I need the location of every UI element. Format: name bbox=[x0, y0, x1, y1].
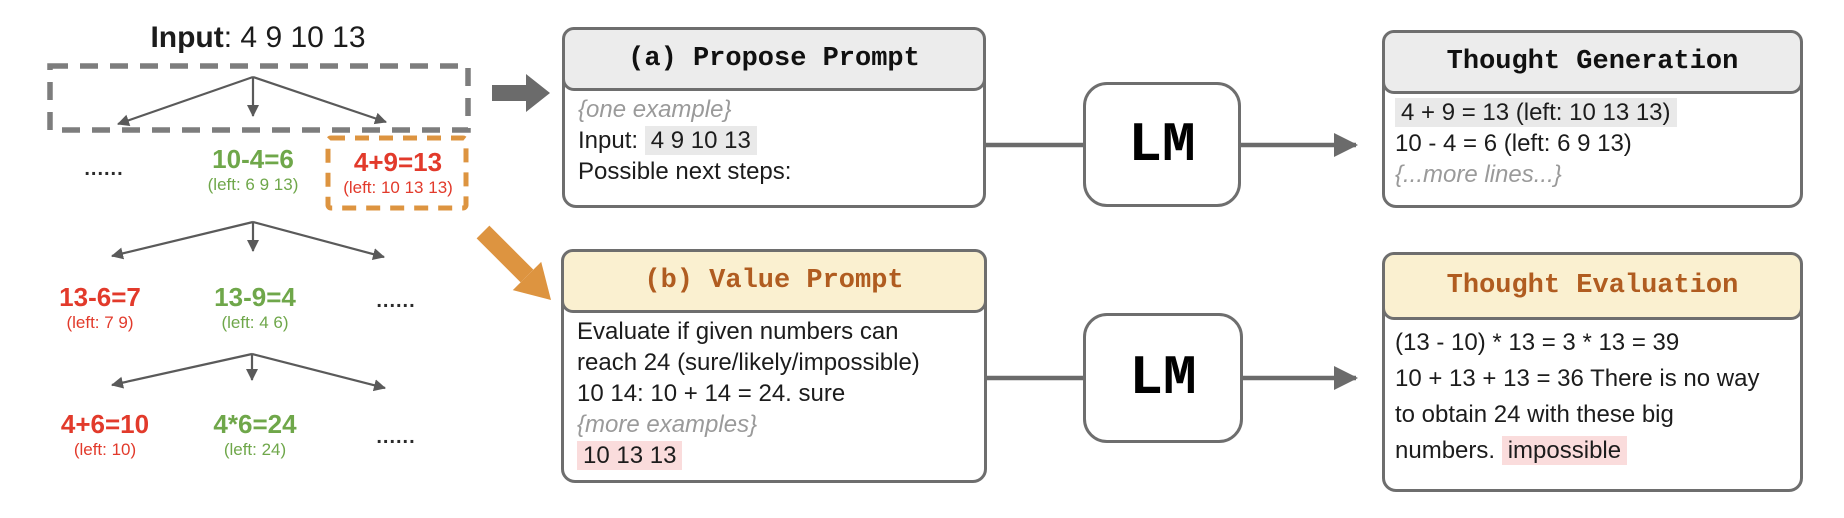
value-line-5: 10 13 13 bbox=[577, 440, 984, 471]
node-equation: 4*6=24 bbox=[213, 409, 297, 439]
propose-input-line: Input: 4 9 10 13 bbox=[578, 125, 983, 156]
lm-box-evaluation: LM bbox=[1083, 313, 1243, 443]
lm-label: LM bbox=[1128, 112, 1196, 177]
tree-node-4x6-24: 4*6=24 (left: 24) bbox=[175, 410, 335, 459]
generated-thought-1: 4 + 9 = 13 (left: 10 13 13) bbox=[1395, 97, 1800, 128]
tree-node-13-9-4: 13-9=4 (left: 4 6) bbox=[175, 283, 335, 332]
node-left-numbers: (left: 6 9 13) bbox=[207, 175, 299, 194]
generated-thought-2: 10 - 4 = 6 (left: 6 9 13) bbox=[1395, 130, 1632, 157]
input-word: Input bbox=[150, 21, 224, 54]
value-arrow-icon bbox=[476, 225, 551, 300]
node-equation: 13-6=7 bbox=[59, 282, 141, 312]
evaluation-verdict-prefix: numbers. bbox=[1395, 437, 1502, 464]
selected-thought-dashed-frame bbox=[325, 135, 469, 211]
node-left-numbers: (left: 7 9) bbox=[66, 313, 134, 332]
tree-edges-level0 bbox=[117, 75, 387, 127]
thought-evaluation-panel: Thought Evaluation (13 - 10) * 13 = 3 * … bbox=[1382, 252, 1803, 492]
node-left-numbers: (left: 10) bbox=[73, 440, 137, 459]
lm-box-generation: LM bbox=[1083, 82, 1241, 207]
value-prompt-panel: (b) Value Prompt Evaluate if given numbe… bbox=[561, 249, 987, 483]
possible-next-steps-line: Possible next steps: bbox=[578, 158, 792, 185]
input-prefix: Input: bbox=[578, 127, 645, 154]
ellipsis-node: ...... bbox=[376, 426, 416, 448]
input-numbers-highlight: 4 9 10 13 bbox=[644, 126, 757, 155]
selected-thought-highlight: 4 + 9 = 13 (left: 10 13 13) bbox=[1395, 98, 1677, 127]
more-examples-placeholder: {more examples} bbox=[577, 411, 758, 438]
tree-node-4-6-10: 4+6=10 (left: 10) bbox=[25, 410, 185, 459]
tree-node-l1-dots: ...... bbox=[24, 158, 184, 181]
tree-edges-level1 bbox=[111, 220, 385, 260]
evaluation-line-3: to obtain 24 with these big bbox=[1395, 401, 1674, 428]
thought-generation-title: Thought Generation bbox=[1382, 30, 1803, 94]
node-equation: 13-9=4 bbox=[214, 282, 296, 312]
value-prompt-body: Evaluate if given numbers can reach 24 (… bbox=[564, 310, 984, 471]
thought-evaluation-body: (13 - 10) * 13 = 3 * 13 = 39 10 + 13 + 1… bbox=[1385, 317, 1800, 469]
node-equation: 4+9=13 bbox=[353, 147, 443, 177]
evaluation-line-1: (13 - 10) * 13 = 3 * 13 = 39 bbox=[1395, 329, 1680, 356]
candidate-numbers-highlight: 10 13 13 bbox=[577, 441, 683, 470]
one-example-placeholder: {one example} bbox=[578, 96, 732, 123]
propose-arrow-icon bbox=[492, 74, 550, 112]
tree-node-10-4-6: 10-4=6 (left: 6 9 13) bbox=[173, 145, 333, 194]
verdict-highlight: impossible bbox=[1501, 436, 1628, 465]
node-left-numbers: (left: 24) bbox=[223, 440, 287, 459]
input-numbers: : 4 9 10 13 bbox=[223, 21, 366, 54]
tree-node-13-6-7: 13-6=7 (left: 7 9) bbox=[20, 283, 180, 332]
tree-node-l2-dots: ...... bbox=[316, 290, 476, 313]
lm-label: LM bbox=[1129, 346, 1197, 410]
thought-evaluation-title: Thought Evaluation bbox=[1382, 252, 1803, 320]
tree-node-4-9-13: 4+9=13 (left: 10 13 13) bbox=[318, 148, 478, 197]
node-left-numbers: (left: 10 13 13) bbox=[343, 178, 453, 197]
evaluation-line-2: 10 + 13 + 13 = 36 There is no way bbox=[1395, 365, 1760, 392]
thought-generation-body: 4 + 9 = 13 (left: 10 13 13) 10 - 4 = 6 (… bbox=[1385, 91, 1800, 190]
tree-edges-level2 bbox=[111, 352, 386, 392]
propose-prompt-body: {one example} Input: 4 9 10 13 Possible … bbox=[565, 88, 983, 187]
propose-prompt-panel: (a) Propose Prompt {one example} Input: … bbox=[562, 27, 986, 208]
evaluation-line-4: numbers. impossible bbox=[1395, 433, 1800, 469]
thought-generation-panel: Thought Generation 4 + 9 = 13 (left: 10 … bbox=[1382, 30, 1803, 208]
tree-node-l3-dots: ...... bbox=[316, 426, 476, 449]
node-equation: 4+6=10 bbox=[60, 409, 150, 439]
value-line-1: Evaluate if given numbers can bbox=[577, 318, 899, 345]
root-level-dashed-frame bbox=[47, 63, 471, 133]
value-prompt-title: (b) Value Prompt bbox=[561, 249, 987, 313]
value-line-2: reach 24 (sure/likely/impossible) bbox=[577, 349, 920, 376]
more-lines-placeholder: {...more lines...} bbox=[1395, 161, 1562, 188]
tree-input-label: Input: 4 9 10 13 bbox=[128, 21, 388, 55]
node-left-numbers: (left: 4 6) bbox=[221, 313, 289, 332]
propose-prompt-title: (a) Propose Prompt bbox=[562, 27, 986, 91]
ellipsis-node: ...... bbox=[376, 290, 416, 312]
value-line-3: 10 14: 10 + 14 = 24. sure bbox=[577, 380, 846, 407]
node-equation: 10-4=6 bbox=[212, 144, 294, 174]
ellipsis-node: ...... bbox=[84, 158, 124, 180]
